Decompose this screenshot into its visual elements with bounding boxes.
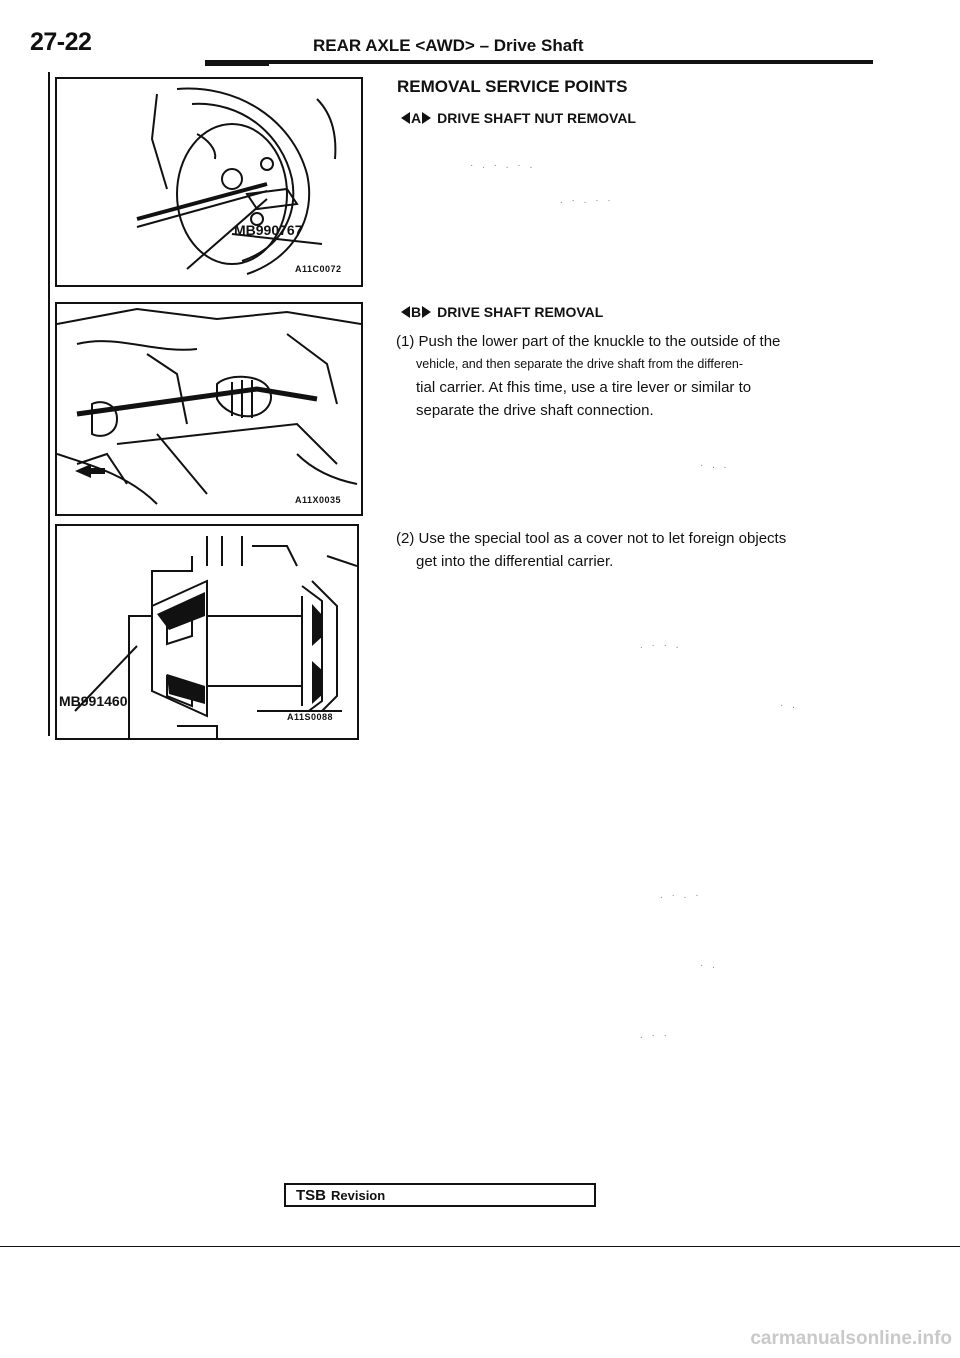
header-rule — [205, 60, 873, 64]
tsb-revision-box: TSB Revision — [284, 1183, 596, 1207]
subheading-title: DRIVE SHAFT NUT REMOVAL — [437, 110, 636, 126]
watermark: carmanualsonline.info — [750, 1328, 952, 1349]
tool-label: MB991460 — [59, 693, 128, 709]
drive-shaft-lever-illustration-icon — [57, 307, 361, 505]
footer-rule — [0, 1246, 960, 1247]
badge-letter: B — [411, 304, 422, 320]
step-1-line-3: tial carrier. At fhis time, use a tire l… — [416, 379, 752, 396]
arrow-left-icon — [401, 112, 410, 124]
arrow-right-icon — [422, 112, 432, 124]
scan-noise: . · · . — [640, 640, 682, 651]
figure-differential-cover: MB991460 A11S0088 — [55, 524, 359, 740]
step-2-line-2: get into the differential carrier. — [416, 553, 614, 570]
badge-b: B — [401, 304, 432, 320]
step-1-line-2: vehicle, and then separate the drive sha… — [416, 357, 744, 371]
section-title: REMOVAL SERVICE POINTS — [397, 77, 628, 96]
step-2-line-1: (2) Use the special tool as a cover not … — [396, 530, 787, 547]
subheading-drive-shaft-removal: B DRIVE SHAFT REMOVAL — [401, 304, 603, 320]
arrow-right-icon — [422, 306, 432, 318]
page-number: 27-22 — [30, 28, 92, 56]
left-margin-rule — [48, 72, 50, 736]
figure-hub-nut: MB990767 A11C0072 — [55, 77, 363, 287]
scan-noise: · . . — [700, 460, 730, 471]
scan-noise: . · · — [640, 1030, 670, 1041]
scan-noise: · . · . · . — [470, 160, 536, 171]
hub-nut-wrench-illustration-icon — [136, 87, 337, 275]
tool-label: MB990767 — [234, 222, 303, 238]
page-title: REAR AXLE <AWD> – Drive Shaft — [313, 36, 584, 55]
scan-noise: . · . · — [660, 890, 702, 901]
subheading-title: DRIVE SHAFT REMOVAL — [437, 304, 604, 320]
tsb-label: TSB — [296, 1186, 326, 1204]
scan-noise: · . — [780, 700, 798, 711]
figure-drive-shaft-lever: A11X0035 — [55, 302, 363, 516]
figure-code: A11C0072 — [293, 264, 344, 274]
step-1: (1) Push the lower part of the knuckle t… — [396, 330, 866, 422]
step-1-line-4: separate the drive shaft connection. — [416, 402, 654, 419]
arrow-left-icon — [401, 306, 410, 318]
figure-code: A11X0035 — [293, 495, 344, 505]
differential-cover-illustration-icon — [74, 536, 357, 738]
scan-noise: · . — [700, 960, 718, 971]
step-1-line-1: (1) Push the lower part of the knuckle t… — [396, 333, 781, 350]
badge-a: A — [401, 110, 432, 126]
step-2: (2) Use the special tool as a cover not … — [396, 527, 866, 573]
subheading-drive-shaft-nut-removal: A DRIVE SHAFT NUT REMOVAL — [401, 110, 636, 126]
revision-label: Revision — [331, 1187, 386, 1203]
header-rule-accent — [205, 64, 269, 66]
badge-letter: A — [411, 110, 422, 126]
figure-code: A11S0088 — [285, 712, 336, 722]
scan-noise: . · . · · — [560, 195, 614, 206]
